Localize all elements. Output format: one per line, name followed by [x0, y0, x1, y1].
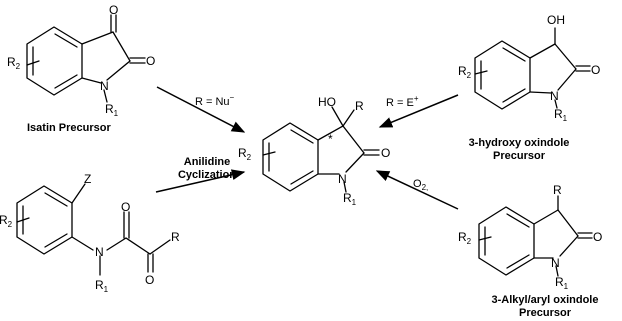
arrow-isatin-to-product [156, 86, 246, 133]
product-n: N [338, 172, 347, 186]
alkyl-oxindole-structure [478, 195, 593, 277]
product-structure [262, 106, 380, 193]
anilide-structure [16, 183, 171, 276]
isatin-o-right: O [146, 54, 155, 68]
anilide-r: R [171, 230, 180, 244]
isatin-r2: R2 [7, 55, 21, 71]
anilide-r1: R1 [95, 278, 109, 294]
alkyl-precursor-label-1: 3-Alkyl/aryl oxindole [492, 294, 599, 306]
anilidine-label-2: Cyclization [178, 169, 236, 181]
product-stereocenter: * [328, 132, 333, 146]
hydroxy-oh: OH [547, 13, 565, 27]
alkyl-r2: R2 [458, 230, 472, 246]
alkyl-o: O [593, 230, 602, 244]
alkyl-precursor-label-2: Precursor [519, 307, 572, 319]
arrow-anilide-to-product [155, 169, 246, 193]
hydroxy-r2: R2 [458, 64, 472, 80]
anilide-r2: R2 [0, 213, 13, 229]
hydroxy-oxindole-structure [474, 27, 591, 110]
product-o: O [381, 146, 390, 160]
anilide-n: N [95, 245, 104, 259]
hydroxy-precursor-label-1: 3-hydroxy oxindole [469, 137, 570, 149]
anilide-o-bottom: O [145, 273, 154, 287]
isatin-structure [26, 14, 146, 103]
product-r1: R1 [343, 191, 357, 207]
condition-oxygen: O2, [413, 178, 428, 192]
isatin-r1: R1 [105, 102, 119, 118]
condition-nucleophile: R = Nu− [195, 93, 235, 108]
isatin-o-top: O [109, 3, 118, 17]
isatin-precursor-label: Isatin Precursor [27, 122, 111, 134]
alkyl-n: N [551, 256, 560, 270]
arrow-hydroxy-to-product [378, 94, 459, 128]
arrow-alkyl-to-product [375, 170, 459, 210]
isatin-n: N [100, 79, 109, 93]
hydroxy-r1: R1 [554, 107, 568, 123]
alkyl-r1: R1 [555, 275, 569, 291]
condition-electrophile: R = E+ [386, 94, 419, 109]
product-r: R [355, 99, 364, 113]
product-r2: R2 [238, 146, 252, 162]
anilide-z: Z [84, 172, 91, 186]
hydroxy-precursor-label-2: Precursor [493, 150, 546, 162]
anilidine-label-1: Anilidine [184, 156, 230, 168]
alkyl-r: R [553, 183, 562, 197]
anilide-o-top: O [121, 200, 130, 214]
hydroxy-o: O [591, 63, 600, 77]
product-ho: HO [318, 95, 336, 109]
hydroxy-n: N [550, 89, 559, 103]
